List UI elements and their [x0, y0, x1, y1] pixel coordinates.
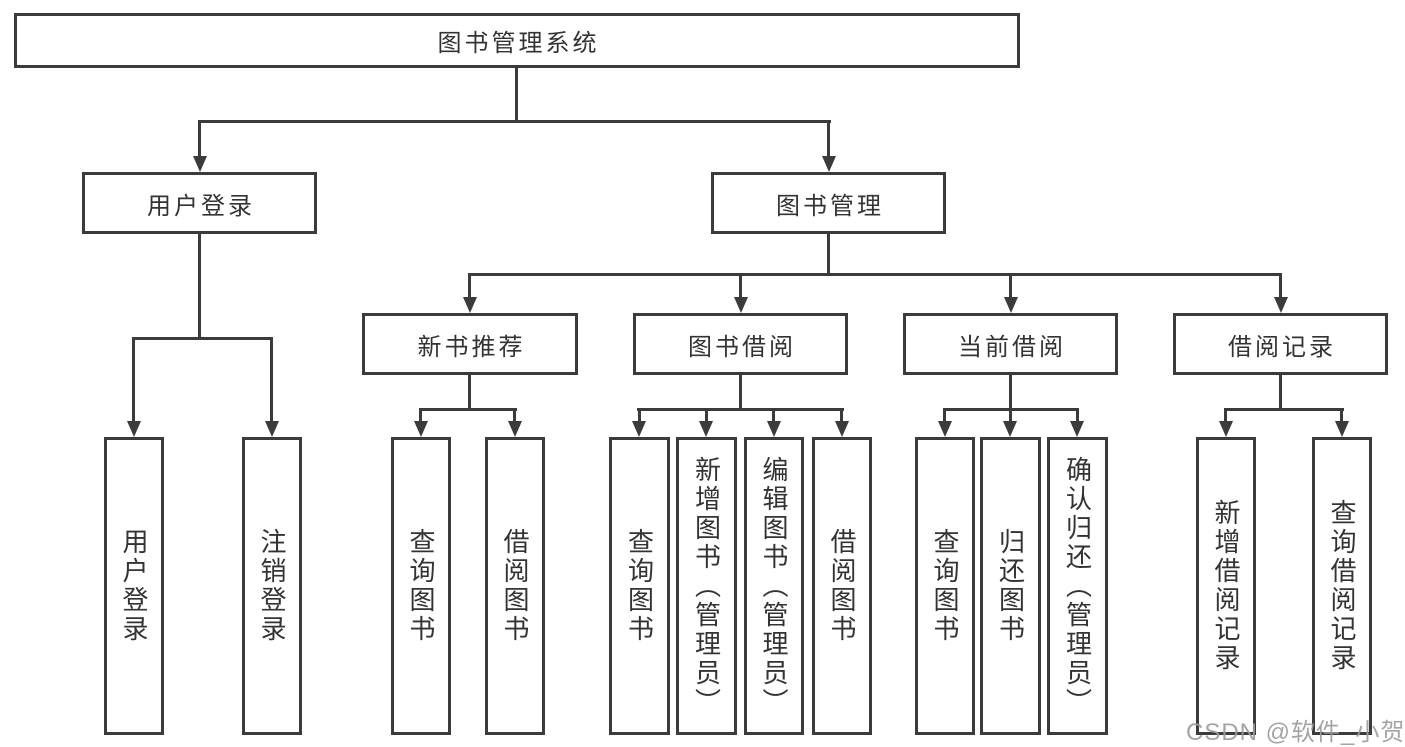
connector-line: [827, 120, 830, 158]
connector-line: [739, 273, 742, 299]
arrow-down-icon: [1003, 421, 1017, 437]
arrow-down-icon: [508, 421, 522, 437]
connector-line: [419, 408, 517, 411]
connector-line: [827, 234, 830, 275]
node-new-book-recommend: 新书推荐: [362, 313, 578, 375]
connector-line: [1009, 273, 1012, 299]
arrow-down-icon: [1274, 297, 1288, 313]
leaf-current-return-book: 归还图书: [980, 437, 1041, 735]
connector-line: [515, 68, 518, 122]
connector-line: [132, 337, 273, 340]
csdn-watermark: CSDN @软件_小贺同学: [1186, 719, 1405, 746]
connector-line: [1224, 408, 1227, 423]
leaf-current-query-book: 查询图书: [915, 437, 975, 735]
connector-line: [132, 337, 135, 423]
connector-line: [1076, 408, 1079, 423]
arrow-down-icon: [414, 421, 428, 437]
node-root-system: 图书管理系统: [14, 13, 1020, 68]
connector-line: [468, 273, 471, 299]
leaf-user-login: 用户登录: [104, 437, 164, 735]
node-borrow-records: 借阅记录: [1173, 313, 1388, 375]
connector-line: [638, 408, 641, 423]
arrow-down-icon: [632, 421, 646, 437]
leaf-records-query-record: 查询借阅记录: [1312, 437, 1372, 735]
connector-line: [1009, 408, 1012, 423]
connector-line: [840, 408, 843, 423]
connector-line: [270, 337, 273, 423]
arrow-down-icon: [1070, 421, 1084, 437]
node-book-borrow: 图书借阅: [633, 313, 848, 375]
arrow-down-icon: [835, 421, 849, 437]
connector-line: [1009, 375, 1012, 410]
arrow-down-icon: [193, 156, 207, 172]
arrow-down-icon: [1004, 297, 1018, 313]
connector-line: [705, 408, 708, 423]
connector-line: [1279, 375, 1282, 410]
arrow-down-icon: [463, 297, 477, 313]
node-current-borrow: 当前借阅: [903, 313, 1118, 375]
arrow-down-icon: [734, 297, 748, 313]
arrow-down-icon: [767, 421, 781, 437]
arrow-down-icon: [1335, 421, 1349, 437]
connector-line: [513, 408, 516, 423]
arrow-down-icon: [265, 421, 279, 437]
leaf-logout: 注销登录: [242, 437, 302, 735]
connector-line: [1224, 408, 1344, 411]
leaf-recommend-query-book: 查询图书: [391, 437, 451, 735]
arrow-down-icon: [699, 421, 713, 437]
leaf-borrow-query-book: 查询图书: [609, 437, 670, 735]
node-book-management: 图书管理: [711, 172, 946, 234]
arrow-down-icon: [938, 421, 952, 437]
connector-line: [198, 120, 201, 158]
connector-line: [198, 120, 831, 123]
connector-line: [468, 273, 1282, 276]
connector-line: [943, 408, 946, 423]
connector-line: [198, 234, 201, 339]
connector-line: [739, 375, 742, 410]
connector-line: [468, 375, 471, 410]
leaf-records-add-record: 新增借阅记录: [1196, 437, 1256, 735]
leaf-borrow-add-book-admin: 新增图书（管理员）: [676, 437, 737, 735]
node-user-login: 用户登录: [82, 172, 317, 234]
connector-line: [637, 408, 844, 411]
leaf-borrow-edit-book-admin: 编辑图书（管理员）: [744, 437, 804, 735]
arrow-down-icon: [822, 156, 836, 172]
arrow-down-icon: [127, 421, 141, 437]
leaf-borrow-borrow-book: 借阅图书: [812, 437, 872, 735]
connector-line: [1279, 273, 1282, 299]
connector-line: [419, 408, 422, 423]
connector-line: [1340, 408, 1343, 423]
arrow-down-icon: [1219, 421, 1233, 437]
leaf-current-confirm-return-admin: 确认归还（管理员）: [1047, 437, 1108, 735]
leaf-recommend-borrow-book: 借阅图书: [485, 437, 545, 735]
connector-line: [772, 408, 775, 423]
